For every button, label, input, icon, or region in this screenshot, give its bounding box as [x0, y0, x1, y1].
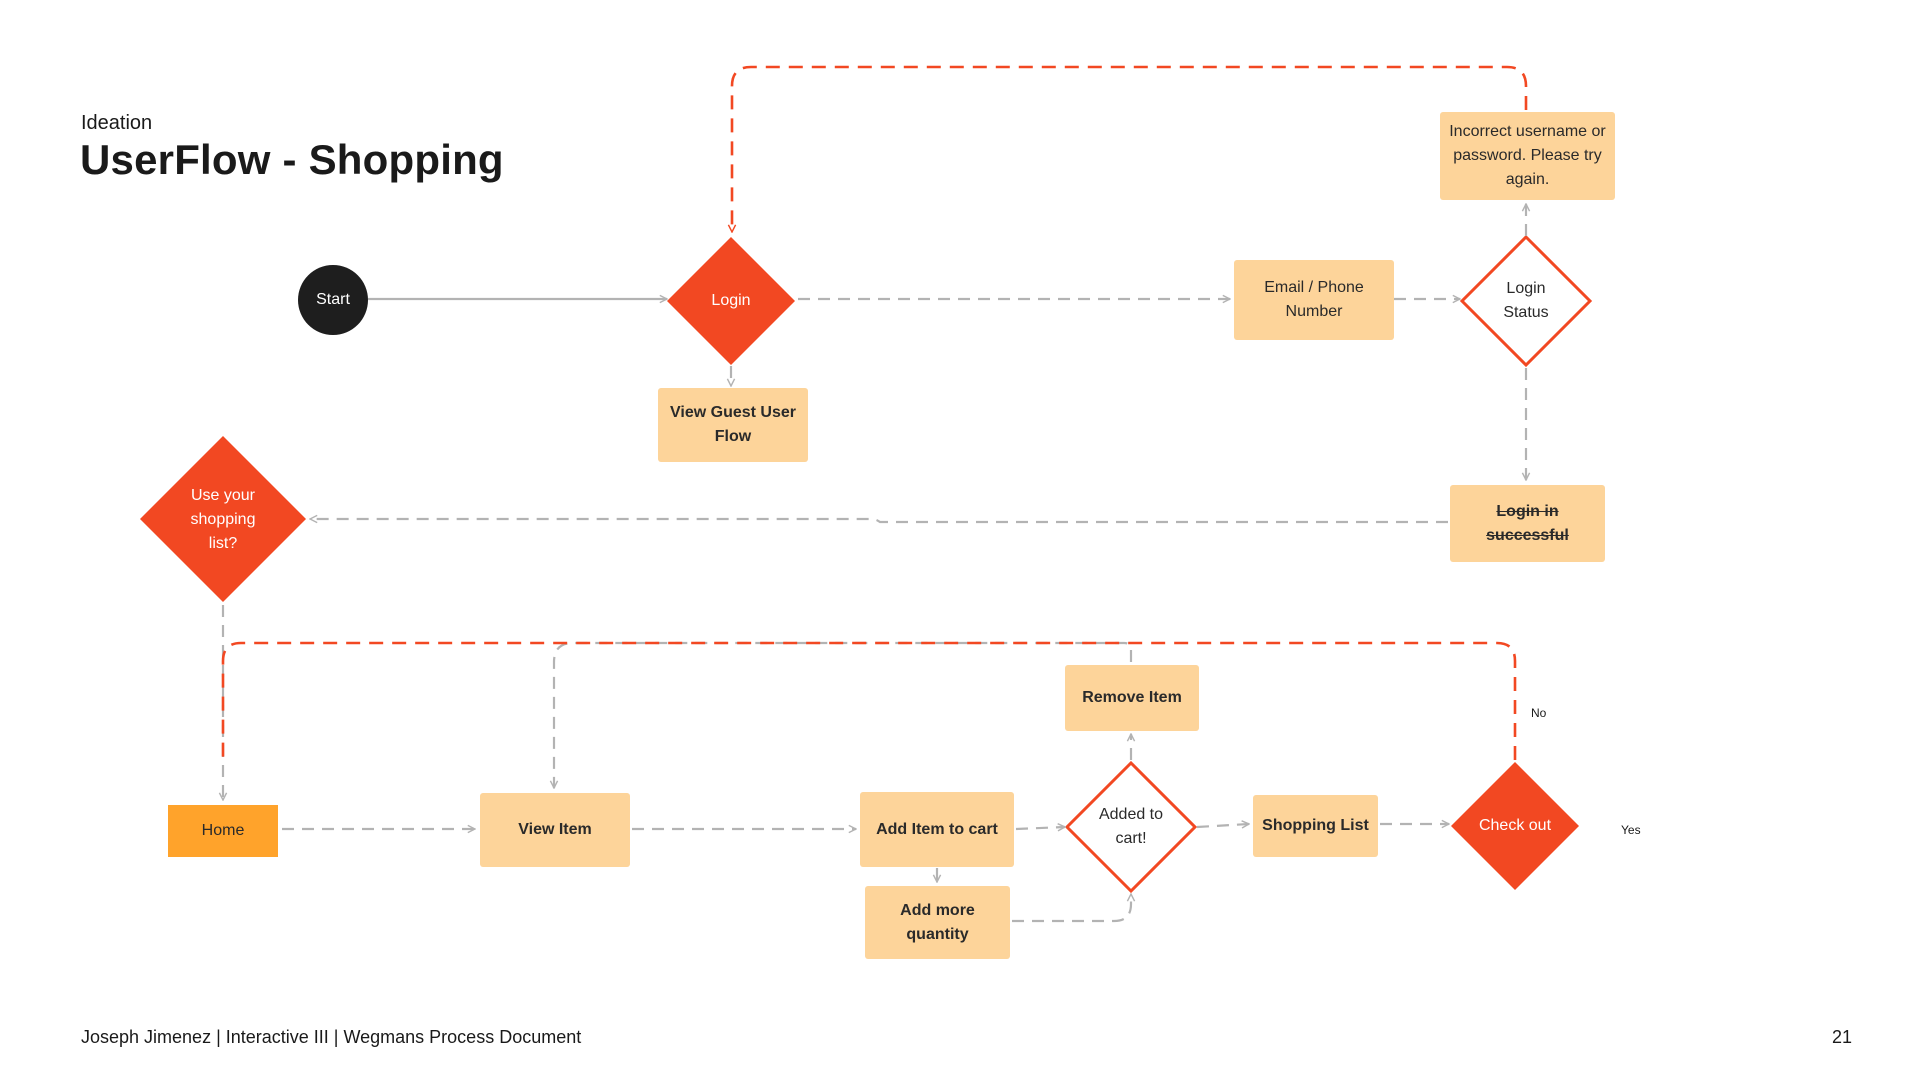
use-list-label: Use your shopping list? [190, 487, 256, 552]
login-success-box: Login in successful [1450, 485, 1605, 562]
no-label: No [1531, 706, 1547, 720]
remove-item-box: Remove Item [1065, 665, 1199, 731]
page-title: UserFlow - Shopping [80, 136, 504, 183]
start-label: Start [316, 291, 350, 308]
use-list-diamond [140, 436, 306, 602]
edge-addcart-added [1015, 827, 1065, 829]
view-item-label: View Item [518, 821, 592, 838]
shopping-list-box: Shopping List [1253, 795, 1378, 857]
login-success-label: Login in successful [1486, 502, 1569, 544]
edge-remove-viewitem [554, 641, 1133, 788]
view-guest-label: View Guest User Flow [670, 404, 796, 445]
add-quantity-box: Add more quantity [865, 886, 1010, 959]
checkout-label: Check out [1478, 817, 1552, 834]
edge-checkout-no-loop [221, 641, 1517, 760]
email-phone-box: Email / Phone Number [1234, 260, 1394, 340]
incorrect-login-box: Incorrect username or password. Please t… [1440, 112, 1615, 200]
yes-label: Yes [1621, 823, 1641, 837]
view-guest-box: View Guest User Flow [658, 388, 808, 462]
page-number: 21 [1831, 1027, 1852, 1047]
edge-quantity-added [1012, 894, 1131, 923]
incorrect-login-label: Incorrect username or password. Please t… [1449, 123, 1606, 188]
section-eyebrow: Ideation [81, 112, 153, 134]
login-diamond [667, 237, 795, 365]
login-label: Login [711, 292, 751, 309]
login-status-diamond [1459, 234, 1593, 368]
login-status-label: Login Status [1503, 280, 1549, 321]
footer-credit: Joseph Jimenez | Interactive III | Wegma… [81, 1027, 582, 1047]
add-to-cart-label: Add Item to cart [876, 820, 998, 838]
view-item-box: View Item [480, 793, 630, 867]
home-label: Home [201, 822, 245, 839]
remove-item-label: Remove Item [1082, 689, 1182, 706]
edge-added-shoppinglist [1196, 824, 1249, 827]
home-box: Home [168, 805, 278, 857]
email-phone-label: Email / Phone Number [1264, 279, 1364, 320]
edge-incorrect-login-loop [732, 65, 1528, 232]
start-node: Start [298, 265, 368, 335]
shopping-list-label: Shopping List [1262, 817, 1369, 834]
added-to-cart-diamond [1064, 760, 1198, 894]
added-to-cart-label: Added to cart! [1098, 806, 1164, 847]
add-to-cart-box: Add Item to cart [860, 792, 1014, 867]
add-quantity-label: Add more quantity [900, 901, 975, 943]
edge-success-uselist [310, 519, 1448, 522]
checkout-diamond [1451, 762, 1579, 890]
